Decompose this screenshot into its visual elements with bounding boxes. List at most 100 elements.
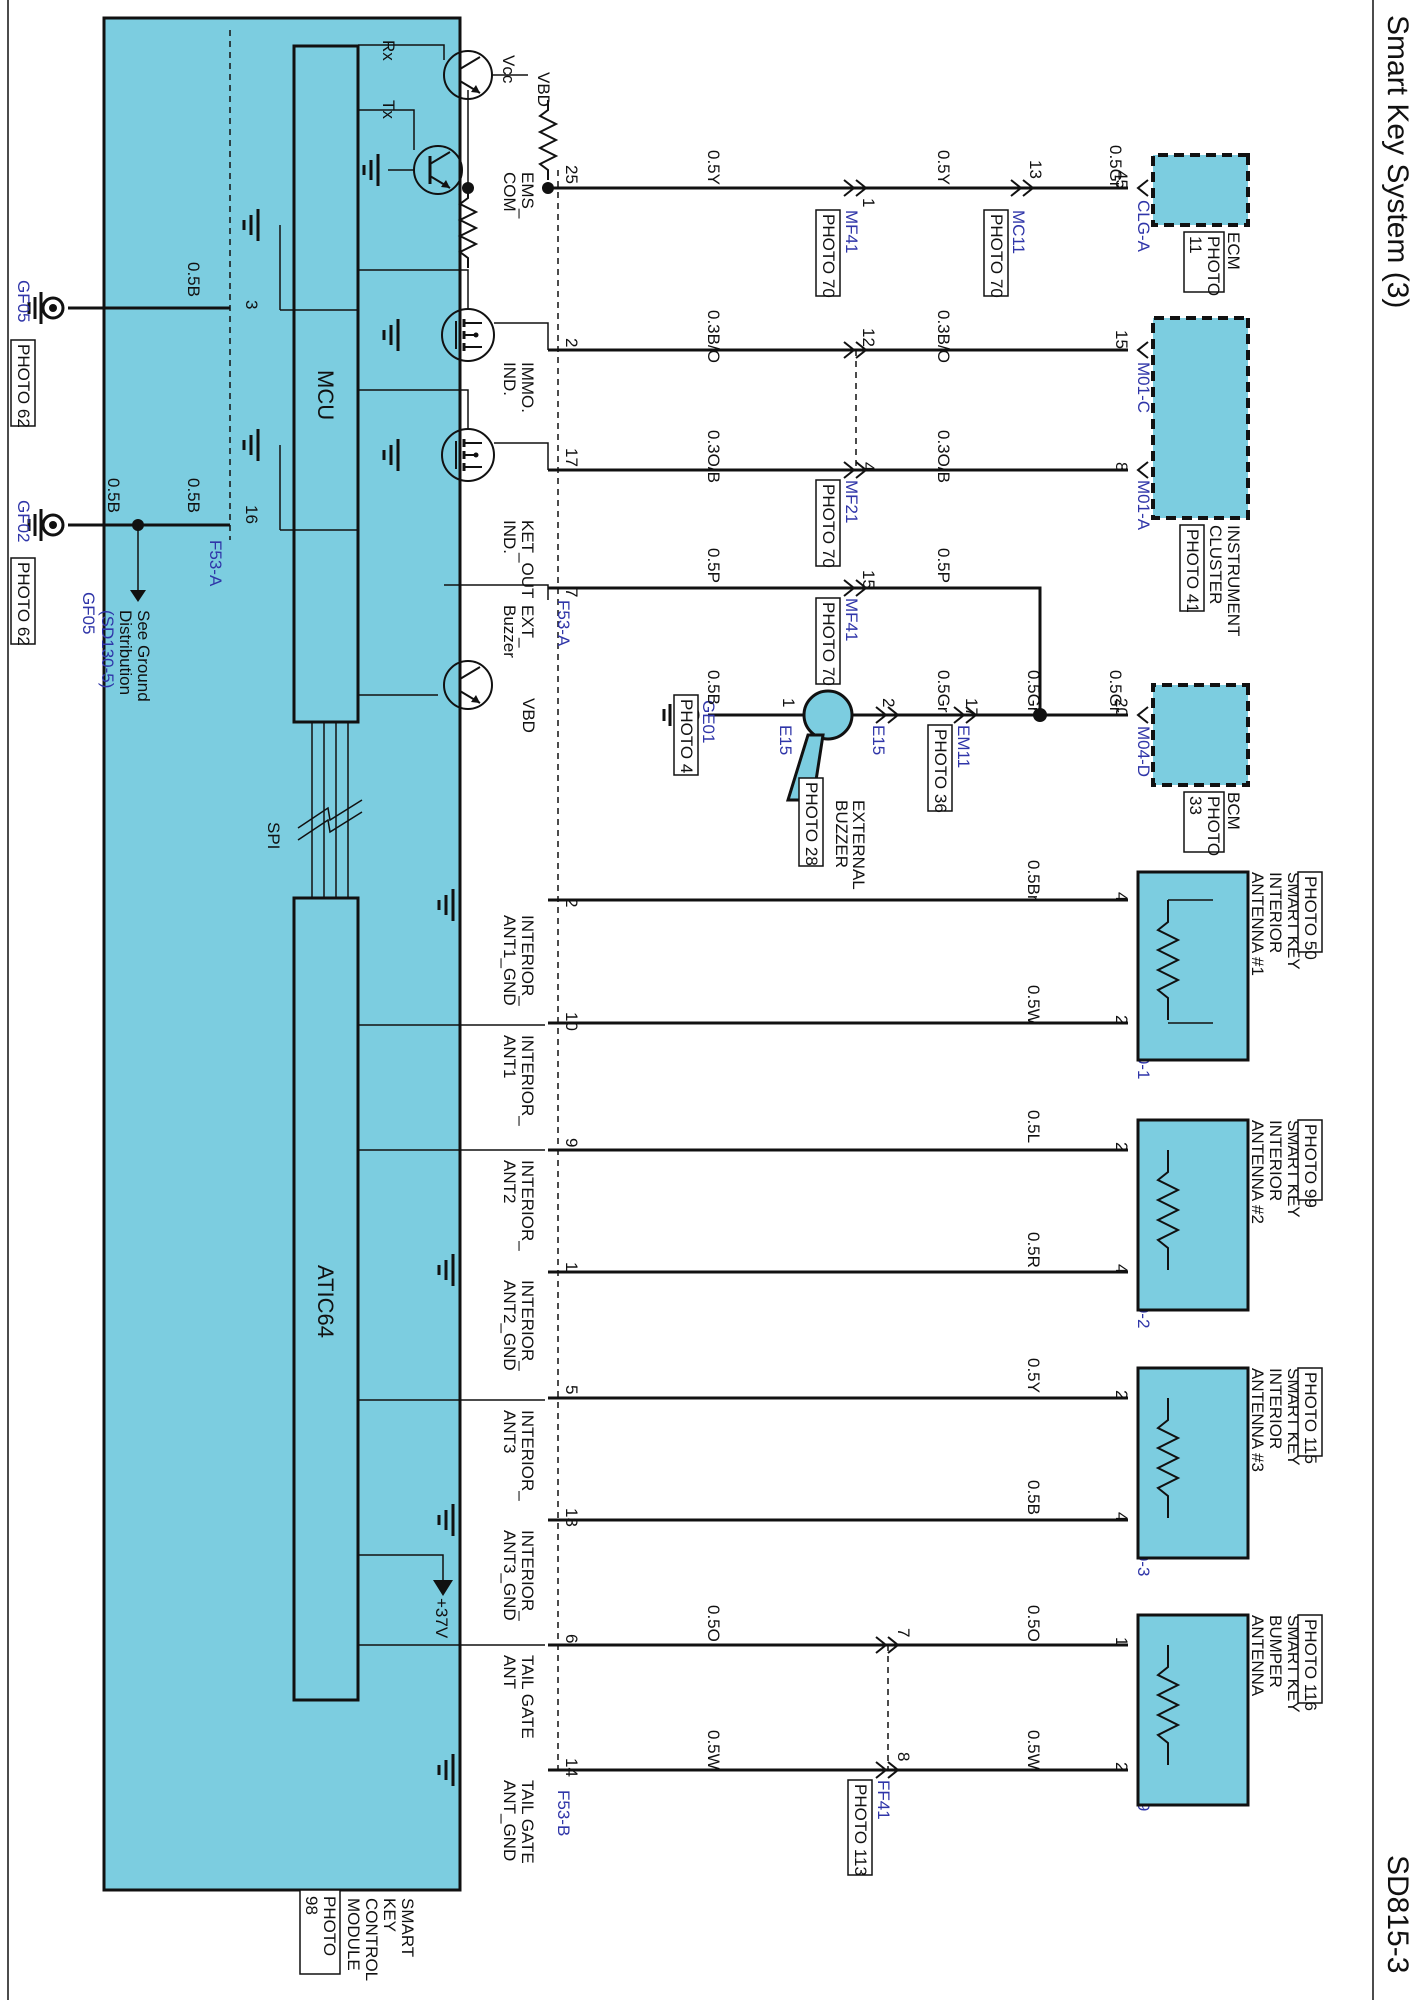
svg-text:0.5Gr: 0.5Gr [934, 670, 953, 713]
mc11-photo: PHOTO 70 [987, 214, 1006, 298]
gf05-pin: 3 [242, 300, 261, 309]
bcm-photo-2: 33 [1186, 796, 1205, 815]
buzzer-photo-box [798, 777, 824, 867]
cluster-photo: PHOTO 41 [1183, 529, 1202, 613]
svg-text:0.5L: 0.5L [1024, 1110, 1043, 1143]
svg-text:ANTENNA #1: ANTENNA #1 [1248, 872, 1267, 976]
buzzer-photo: PHOTO 28 [802, 782, 821, 866]
svg-text:0.5P: 0.5P [934, 548, 953, 583]
svg-text:14: 14 [562, 1758, 581, 1777]
e15a-label: E15 [776, 725, 795, 755]
gf02-ground-icon [27, 507, 65, 543]
svg-text:0.5Y: 0.5Y [704, 150, 723, 185]
e15b-label: E15 [869, 725, 888, 755]
mf41b-label: MF41 [842, 598, 861, 641]
svg-text:0.5W: 0.5W [1024, 1730, 1043, 1770]
svg-text:13: 13 [562, 1508, 581, 1527]
clga-pin: 45 [1112, 170, 1131, 189]
pin-12-label-a: TAIL GATE [518, 1780, 537, 1864]
pin-9-label-a: INTERIOR_ [518, 1410, 537, 1501]
pin-1-label-b: COM [500, 172, 519, 212]
svg-text:2: 2 [562, 338, 581, 347]
pullup-resistor-icon [539, 99, 557, 181]
pin-2-label-a: IMMO. [518, 362, 537, 413]
mf21-photo-box [815, 479, 841, 567]
bcm-name: BCM [1224, 792, 1243, 830]
svg-text:0.5Y: 0.5Y [1024, 1358, 1043, 1393]
bumper-antenna: SMART KEY BUMPER ANTENNA PHOTO 116 [1136, 1613, 1323, 1807]
cluster-name-2: CLUSTER [1206, 525, 1225, 604]
gf05-photo: PHOTO 62 [14, 344, 33, 428]
see-ground-1: See Ground [134, 610, 153, 702]
f53a-top: F53-A [554, 600, 573, 647]
svg-text:PHOTO 116: PHOTO 116 [1301, 1619, 1320, 1711]
svg-text:INTERIOR: INTERIOR [1266, 1368, 1285, 1449]
mc11-photo-box [983, 209, 1009, 297]
ecm-box [1151, 153, 1250, 227]
bcm-photo-1: PHOTO [1204, 796, 1223, 856]
ge01-photo: PHOTO 4 [677, 699, 696, 773]
svg-text:0.5Y: 0.5Y [934, 150, 953, 185]
svg-text:0.5B: 0.5B [1024, 1480, 1043, 1515]
pin-10-label-a: INTERIOR_ [518, 1530, 537, 1621]
m01a-pin: 8 [1112, 462, 1131, 471]
pin-5-label-b: ANT1_GND [500, 915, 519, 1006]
gf05-photo-box [10, 339, 36, 427]
bcm-photo-box [1183, 791, 1225, 853]
mf41-label: MF41 [842, 210, 861, 253]
rx-label: Rx [379, 40, 398, 61]
m04d-pin: 20 [1112, 698, 1131, 717]
mc11-pin: 13 [1026, 160, 1045, 179]
svg-text:INTERIOR: INTERIOR [1266, 872, 1285, 953]
module-photo-box [299, 1889, 341, 1975]
gf02-wire-b: 0.5B [104, 478, 123, 513]
em11-photo: PHOTO 36 [931, 729, 950, 813]
gf05-wire: 0.5B [184, 262, 203, 297]
ff41-photo: PHOTO 113 [851, 1784, 870, 1876]
tg-mid1: 7 [894, 1628, 913, 1637]
svg-text:10: 10 [562, 1012, 581, 1031]
ff41-photo-box [847, 1779, 873, 1876]
page-title: Smart Key System (3) [1381, 15, 1414, 308]
svg-text:0.5Gr: 0.5Gr [1106, 145, 1125, 188]
svg-text:0.5O: 0.5O [1024, 1605, 1043, 1642]
pin-numbers: 25 2 17 7 2 10 9 1 5 13 6 14 [562, 165, 581, 1777]
ecm-photo-1: PHOTO [1204, 236, 1223, 296]
pin-9-label-b: ANT3 [500, 1410, 519, 1453]
pin-1-label-a: EMS_ [518, 172, 537, 219]
pin-3-label-b: IND. [500, 520, 519, 554]
ecm-photo-box [1183, 231, 1225, 293]
atic64-chip [292, 896, 360, 1702]
f53b: F53-B [554, 1790, 573, 1836]
cluster-photo-box [1179, 524, 1205, 612]
pin-7-label-a: INTERIOR_ [518, 1160, 537, 1251]
pin-2-label-b: IND. [500, 362, 519, 396]
svg-text:PHOTO 99: PHOTO 99 [1301, 1124, 1320, 1208]
diagram-rotated: Smart Key System (3) SD815-3 SMART KEY C… [7, 0, 1414, 2000]
gf02-photo: PHOTO 62 [14, 562, 33, 646]
external-buzzer [802, 689, 854, 741]
svg-text:5: 5 [562, 1385, 581, 1394]
tg-p1: 1 [1112, 1637, 1131, 1646]
spi-label: SPI [264, 822, 283, 849]
antenna-2: SMART KEY INTERIOR ANTENNA #2 PHOTO 99 [1136, 1118, 1323, 1312]
pin-11-label-a: TAIL GATE [518, 1655, 537, 1739]
ecm-photo-2: 11 [1186, 236, 1205, 254]
svg-text:0.5Gr: 0.5Gr [1024, 670, 1043, 713]
ant1-p1: 4 [1112, 892, 1131, 901]
gf02-photo-box [10, 557, 36, 645]
em11-pin: 17 [962, 698, 981, 717]
gf05-code: GF05 [14, 280, 33, 323]
module-name-1: SMART [398, 1898, 417, 1957]
svg-text:ANTENNA: ANTENNA [1248, 1615, 1267, 1697]
svg-text:PHOTO 50: PHOTO 50 [1301, 876, 1320, 960]
svg-text:0.5Gr: 0.5Gr [1106, 670, 1125, 713]
svg-text:0.3O/B: 0.3O/B [934, 430, 953, 483]
pin-10-label-b: ANT3_GND [500, 1530, 519, 1621]
svg-text:PHOTO 115: PHOTO 115 [1301, 1372, 1320, 1464]
gf05-ground-icon [27, 290, 65, 326]
pin-4-label-b: Buzzer [500, 605, 519, 658]
module-name-2: KEY [380, 1898, 399, 1932]
module-photo-1: PHOTO [320, 1896, 339, 1956]
